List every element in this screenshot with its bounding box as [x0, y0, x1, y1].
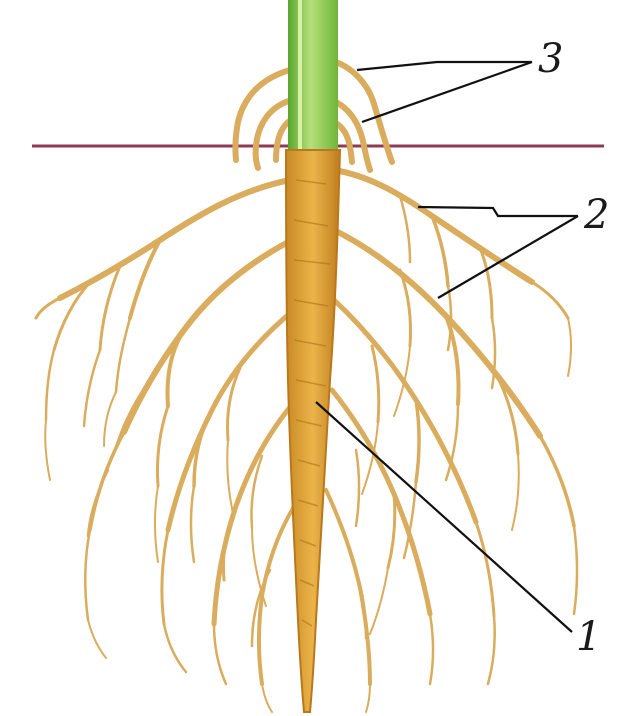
main-taproot [286, 150, 340, 712]
label-adventitious-roots: 3 [538, 36, 563, 82]
lateral-roots-right [326, 170, 577, 712]
label-lateral-roots: 2 [583, 192, 609, 238]
stem [288, 0, 338, 160]
label-main-root: 1 [576, 614, 601, 660]
lateral-roots-left [36, 180, 298, 712]
